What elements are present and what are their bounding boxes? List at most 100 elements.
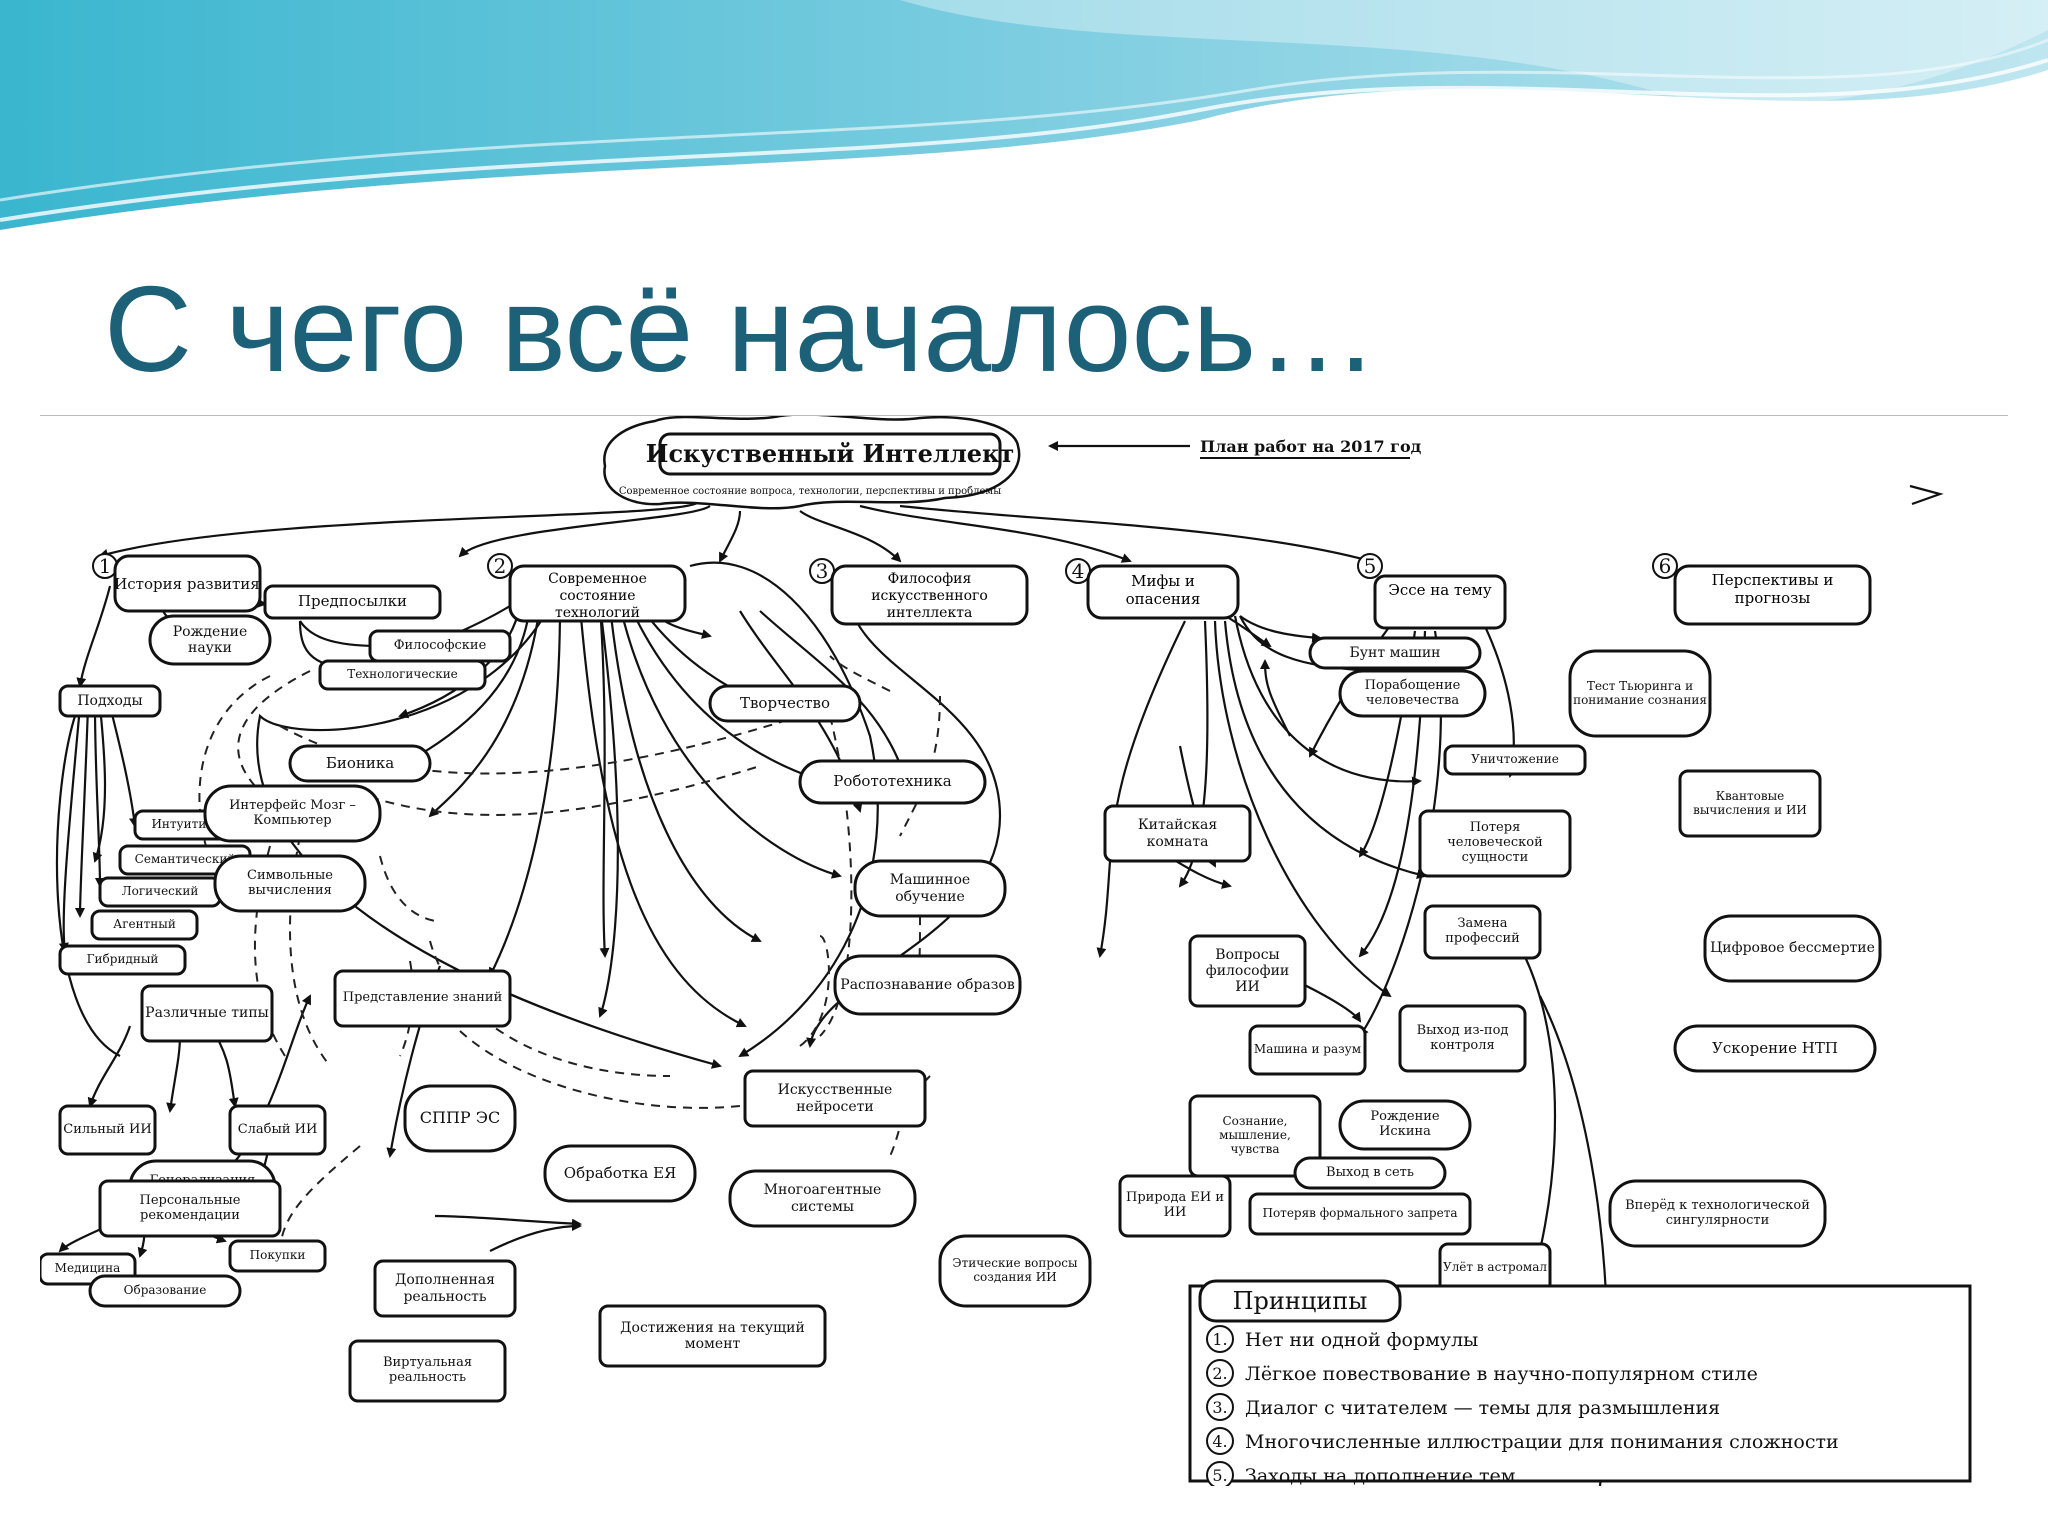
sub-nodes: ПредпосылкиФилософскиеТехнологическиеРож… [40,586,1880,1401]
essay-title: Эссе на тему [1380,581,1500,599]
node-label: Вперёд к технологической сингулярности [1613,1183,1822,1244]
node-label: Гибридный [63,948,182,972]
plan-label: План работ на 2017 год [1200,437,1422,458]
svg-text:3: 3 [816,559,829,583]
node-obrabotka: Обработка ЕЯ [545,1146,695,1201]
node-rozhdenie-iskina: Рождение Искина [1340,1101,1470,1149]
node-predposylki: Предпосылки [265,586,440,618]
node-slaby-ii: Слабый ИИ [230,1106,325,1154]
svg-text:План работ на 2017 год: План работ на 2017 год [1200,437,1422,456]
node-mashina-razum: Машина и разум [1250,1026,1365,1074]
node-interfeys: Интерфейс Мозг – Компьютер [205,786,380,841]
node-mnogoagentnye: Многоагентные системы [730,1171,915,1226]
node-label: Потеря человеческой сущности [1423,813,1567,874]
node-label: Природа ЕИ и ИИ [1123,1178,1227,1234]
svg-text:6: 6 [1659,554,1672,578]
principle-text: Заходы на дополнение тем [1245,1465,1516,1486]
node-label: Выход в сеть [1298,1160,1442,1186]
branch-5: 5 Эссе на тему [1358,554,1505,628]
principle-text: Диалог с читателем — темы для размышлени… [1245,1397,1720,1419]
node-test: Тест Тьюринга и понимание сознания [1570,651,1710,736]
principle-number: 4. [1212,1432,1227,1451]
node-label: Достижения на текущий момент [603,1308,822,1364]
node-tvorchestvo: Творчество [710,686,860,721]
node-uskorenie: Ускорение НТП [1675,1026,1875,1071]
node-label: Образование [93,1278,237,1304]
node-zamena: Замена профессий [1425,906,1540,958]
principles-title: Принципы [1233,1287,1368,1315]
node-agentny: Агентный [92,911,197,939]
node-label: Сильный ИИ [63,1108,152,1152]
node-label: Виртуальная реальность [353,1343,502,1399]
node-label: СППР ЭС [408,1088,512,1149]
node-label: Обработка ЕЯ [548,1148,692,1199]
node-vyhod-set: Выход в сеть [1295,1158,1445,1188]
node-label: Интерфейс Мозг – Компьютер [208,788,377,839]
node-poteryan: Потеряв формального запрета [1250,1194,1470,1234]
node-robototehnika: Робототехника [800,761,985,803]
node-label: Робототехника [803,763,982,801]
node-tehnologicheskie: Технологические [320,661,485,689]
node-label: Технологические [323,663,482,687]
node-label: Покупки [233,1243,322,1269]
principle-item: 2.Лёгкое повествование в научно-популярн… [1207,1360,1758,1386]
node-label: Бионика [293,748,427,779]
node-label: Творчество [713,688,857,719]
svg-text:1: 1 [99,554,112,578]
node-voprosy-filosofii: Вопросы философии ИИ [1190,936,1305,1006]
node-unichtozhenie: Уничтожение [1445,746,1585,774]
node-label: Китайская комната [1108,808,1247,859]
root-subtitle: Современное состояние вопроса, технологи… [619,486,1001,497]
node-mashinnoe: Машинное обучение [855,861,1005,916]
node-label: Тест Тьюринга и понимание сознания [1573,653,1707,734]
root-title: Искуственный Интеллект [646,439,1014,468]
node-filosofskie: Философские [370,631,510,661]
node-tsifrovoe: Цифровое бессмертие [1705,916,1880,981]
principle-number: 1. [1212,1330,1227,1349]
node-logicheskiy: Логический [100,878,220,906]
node-vyhod-kontrolya: Выход из-под контроля [1400,1006,1525,1071]
principle-number: 2. [1212,1364,1227,1383]
mind-map-diagram: Искуственный Интеллект Современное состо… [40,415,2008,1486]
node-label: Различные типы [145,988,269,1039]
node-raspoznavanie: Распознавание образов [835,956,1020,1014]
node-label: Агентный [95,913,194,937]
node-label: Замена профессий [1428,908,1537,956]
node-label: Рождение науки [153,618,267,662]
node-sppr: СППР ЭС [405,1086,515,1151]
philosophy-title: Философия искусственного интеллекта [837,571,1022,621]
node-label: Ускорение НТП [1678,1028,1872,1069]
myths-title: Мифы и опасения [1093,572,1233,608]
node-bunt: Бунт машин [1310,638,1480,668]
node-pokupki: Покупки [230,1241,325,1271]
history-title: История развития [114,575,260,593]
node-podhody: Подходы [60,686,160,716]
principle-item: 3.Диалог с читателем — темы для размышле… [1207,1394,1720,1420]
node-label: Персональные рекомендации [103,1183,277,1234]
node-label: Потеряв формального запрета [1253,1196,1467,1232]
principle-item: 1. Нет ни одной формулы [1207,1326,1478,1352]
node-label: Многоагентные системы [733,1173,912,1224]
node-label: Улёт в астромал [1443,1246,1547,1290]
svg-text:4: 4 [1072,559,1085,583]
node-rozhdenie-nauki: Рождение науки [150,616,270,664]
node-label: Порабощение человечества [1343,673,1482,714]
node-simvolnye: Символьные вычисления [215,856,365,911]
branch-2: 2 Современное состояние технологий [488,554,685,621]
node-neyroseti: Искусственные нейросети [745,1071,925,1126]
node-razlichnye-tipy: Различные типы [142,986,272,1041]
branch-3: 3 Философия искусственного интеллекта [810,559,1027,624]
root-node: Искуственный Интеллект Современное состо… [604,415,1019,508]
node-label: Цифровое бессмертие [1708,918,1877,979]
node-predstavlenie: Представление знаний [335,971,510,1026]
principle-text: Нет ни одной формулы [1245,1329,1478,1351]
node-label: Уничтожение [1448,748,1582,772]
node-obrazovanie: Образование [90,1276,240,1306]
node-label: Машинное обучение [858,863,1002,914]
node-label: Дополненная реальность [378,1263,512,1314]
node-priroda: Природа ЕИ и ИИ [1120,1176,1230,1236]
branch-6: 6 Перспективы и прогнозы [1653,554,1870,624]
node-label: Представление знаний [338,973,507,1024]
node-label: Этические вопросы создания ИИ [943,1238,1087,1304]
node-label: Символьные вычисления [218,858,362,909]
